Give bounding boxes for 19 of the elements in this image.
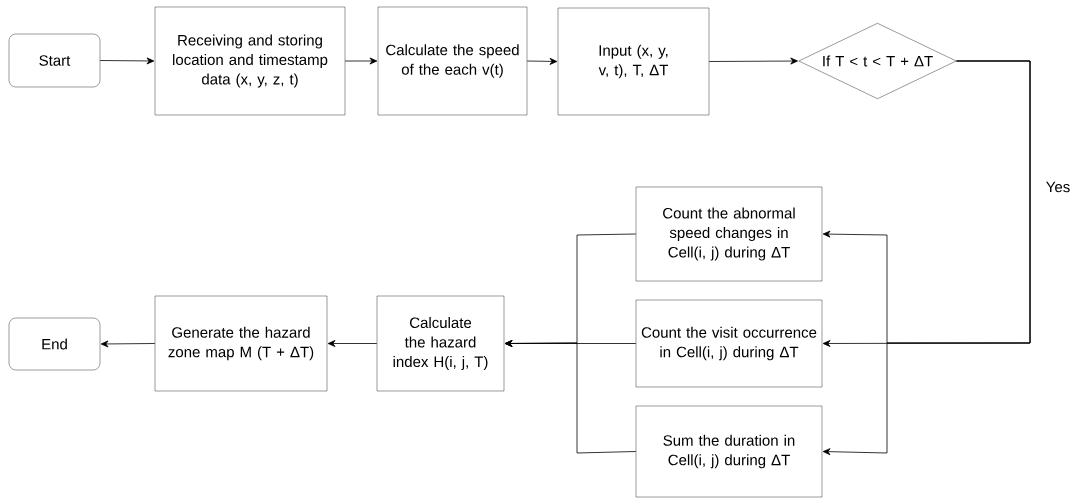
arrow xyxy=(327,340,378,347)
process-box: Receiving and storing location and timestamp data (x, y, z, t) xyxy=(154,6,346,116)
arrow xyxy=(344,57,378,65)
terminal-box: Start xyxy=(8,33,101,88)
arrow xyxy=(822,60,1031,456)
arrow xyxy=(99,57,155,65)
terminal-box: End xyxy=(8,317,101,371)
process-box: Sum the duration in Cell(i, j) during ΔT xyxy=(635,405,823,498)
process-box: Count the visit occurrence in Cell(i, j) during ΔT xyxy=(635,299,823,388)
process-box: Input (x, y, v, t), T, ΔT xyxy=(557,7,710,116)
arrow xyxy=(100,340,156,348)
arrow xyxy=(526,57,558,65)
arrow xyxy=(708,57,798,65)
arrow xyxy=(504,340,637,454)
process-box: Count the abnormal speed changes in Cell(i, j) during ΔT xyxy=(635,186,823,282)
process-box: Calculate the hazard index H(i, j, T) xyxy=(376,295,505,392)
edge-label: Yes xyxy=(1044,180,1072,194)
process-box: Generate the hazard zone map M (T + ΔT) xyxy=(154,295,328,392)
process-box: Calculate the speed of the each v(t) xyxy=(377,6,528,116)
